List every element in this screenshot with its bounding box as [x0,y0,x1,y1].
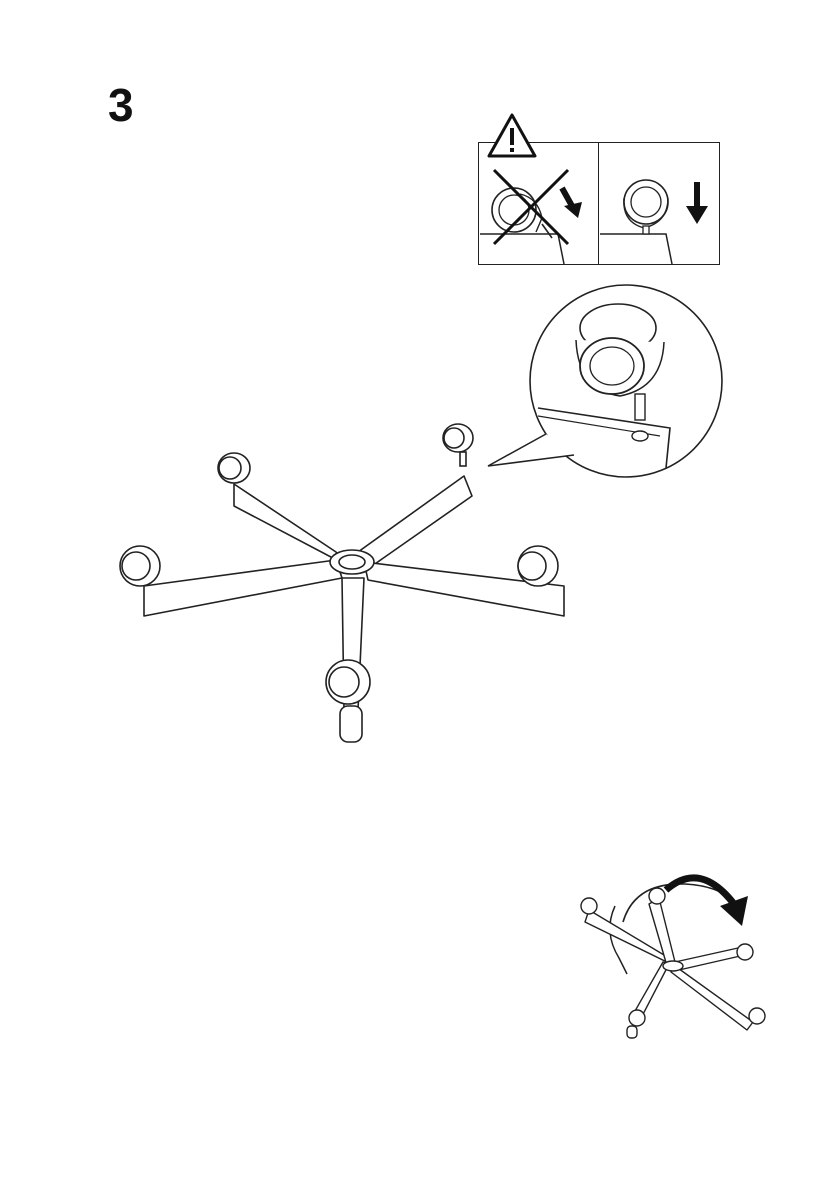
arrow-down-icon [686,182,708,224]
caster-front [326,660,370,742]
arrow-diagonal-icon [558,184,586,218]
step-number: 3 [108,82,134,128]
warning-triangle-icon [486,112,538,160]
caster-back-left [218,453,250,483]
caster-right [518,546,558,586]
caster-back-right [443,424,473,466]
rotate-arrow-icon [660,866,750,930]
chair-base-illustration [100,410,580,750]
caster-left [120,546,160,586]
